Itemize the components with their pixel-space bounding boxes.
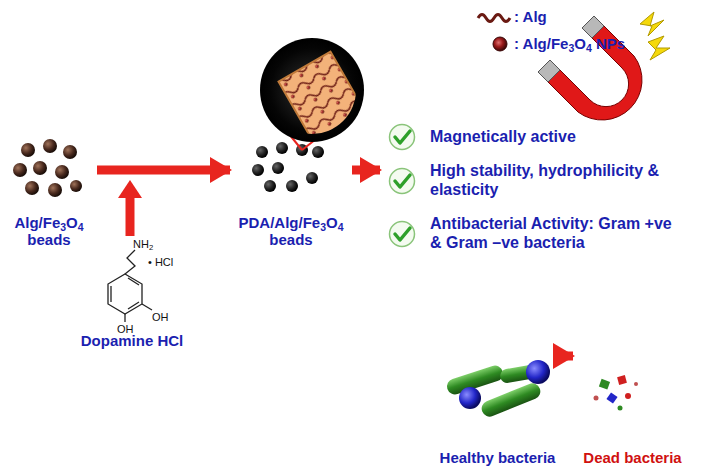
- dopamine-node: Dopamine HCl: [62, 332, 202, 358]
- zoom-detail: [279, 52, 366, 143]
- dead-bacteria-node: Dead bacteria: [575, 352, 690, 466]
- property-checklist: Magnetically activeHigh stability, hydro…: [382, 128, 687, 303]
- legend-text: : Alg: [514, 8, 547, 25]
- node-text: Alg/Fe3O4 beads: [5, 214, 93, 249]
- healthy-bacteria-node: Healthy bacteria: [430, 352, 565, 466]
- chem-label: NH2: [133, 238, 153, 250]
- node-text: Dead bacteria: [577, 449, 688, 466]
- pda-beads: [252, 142, 324, 192]
- chem-label: OH: [152, 311, 169, 323]
- dopamine-structure: [108, 250, 152, 322]
- node-text: Antibacterial Activity: Gram +ve & Gram …: [430, 215, 685, 252]
- dopamine-arrowhead: [118, 180, 142, 198]
- check-icon: [388, 220, 416, 248]
- node-text: Healthy bacteria: [432, 449, 563, 466]
- dopamine-arrow: [126, 196, 135, 236]
- healthy-bacteria: [445, 360, 550, 419]
- legend-line-sample: [478, 15, 510, 22]
- process-arrow: [352, 166, 380, 175]
- check-icon: [388, 123, 416, 151]
- pda-beads-node: PDA/Alg/Fe3O4 beads: [232, 132, 350, 248]
- legend-text: : Alg/Fe3O4 NPs: [514, 35, 625, 52]
- alg-beads-node: Alg/Fe3O4 beads: [3, 132, 95, 248]
- process-arrow: [567, 352, 573, 361]
- process-arrow: [97, 166, 230, 175]
- node-text: PDA/Alg/Fe3O4 beads: [234, 214, 348, 249]
- node-text: Magnetically active: [430, 128, 685, 146]
- node-text: High stability, hydrophilicity & elastic…: [430, 162, 685, 199]
- chem-label: OH: [117, 323, 134, 335]
- legend-dot-sample: [493, 37, 507, 51]
- check-icon: [388, 167, 416, 195]
- chem-label: • HCl: [148, 256, 173, 268]
- dead-bacteria: [594, 375, 639, 410]
- alg-beads: [13, 139, 82, 197]
- magnet-icon: [538, 12, 670, 120]
